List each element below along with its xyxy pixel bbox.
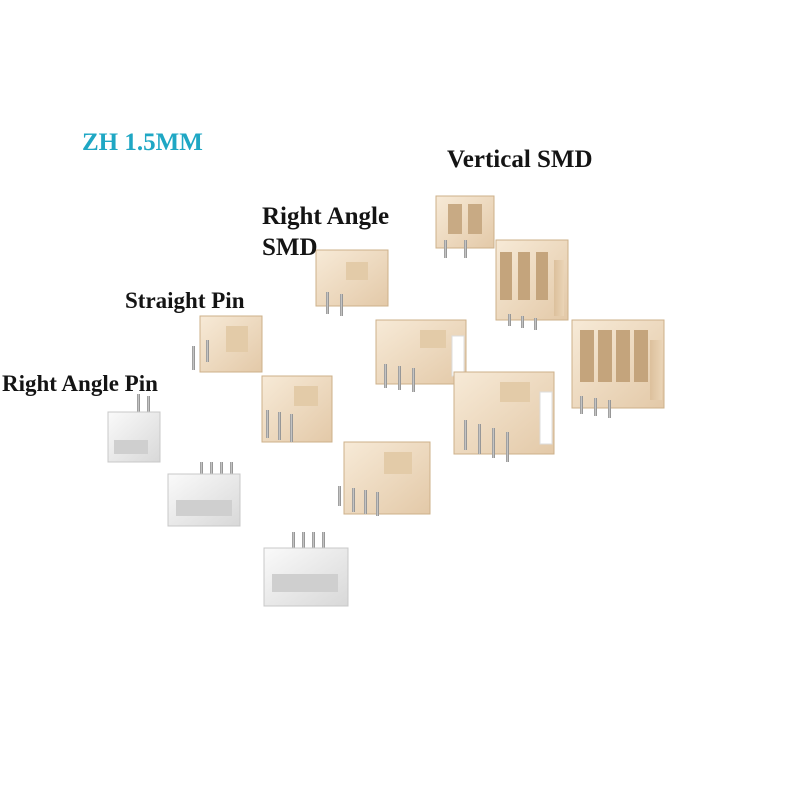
straight-pin-3pin-connector xyxy=(261,375,333,443)
vertical-smd-4pin-connector xyxy=(571,319,665,418)
vertical-smd-3pin-connector xyxy=(495,239,569,330)
right-angle-smd-4pin-connector xyxy=(453,371,555,462)
right-angle-pin-3pin-connector xyxy=(167,462,241,527)
right-angle-smd-2pin-connector xyxy=(315,249,389,316)
label-right-angle-smd-line2: SMD xyxy=(262,233,318,261)
right-angle-smd-3pin-connector xyxy=(375,319,467,392)
straight-pin-4pin-connector xyxy=(338,441,431,516)
label-vertical-smd: Vertical SMD xyxy=(447,146,593,173)
label-right-angle-smd-line1: Right Angle xyxy=(262,203,390,230)
label-straight-pin: Straight Pin xyxy=(125,288,245,313)
label-right-angle-smd: Right Angle SMD xyxy=(262,202,389,263)
right-angle-pin-2pin-connector xyxy=(107,394,161,463)
straight-pin-2pin-connector xyxy=(192,315,263,373)
right-angle-pin-4pin-connector xyxy=(263,532,349,607)
label-right-angle-pin: Right Angle Pin xyxy=(2,371,158,396)
vertical-smd-2pin-connector xyxy=(435,195,495,258)
page-title: ZH 1.5MM xyxy=(82,129,203,156)
